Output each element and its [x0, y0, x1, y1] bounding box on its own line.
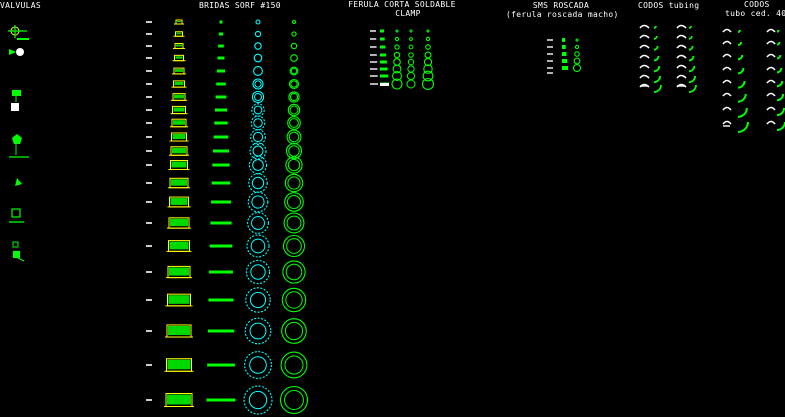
- valve-actuated-icon: [11, 90, 21, 111]
- flange-size-2: [146, 30, 297, 38]
- flange-size-13: [146, 173, 304, 193]
- flange-size-15: [146, 212, 305, 234]
- sms-size-5: [547, 63, 582, 73]
- ferrule-size-8: [370, 77, 435, 91]
- flange-size-3: [146, 42, 298, 50]
- sms-size-3: [547, 51, 580, 57]
- tubing-elbow-2: [639, 34, 693, 40]
- tubing-elbow-1: [639, 24, 692, 29]
- flange-size-4: [146, 53, 298, 63]
- ferrule-size-4: [370, 51, 432, 59]
- flange-size-11: [146, 142, 303, 160]
- tubing-elbow-4: [639, 54, 695, 62]
- ferrule-size-6: [370, 64, 433, 74]
- flange-size-5: [146, 66, 299, 76]
- sms-header-line2: (ferula roscada macho): [506, 10, 619, 19]
- sms-size-1: [547, 38, 579, 42]
- ferrule-size-3: [370, 44, 431, 50]
- pipe-elbow-8: [722, 120, 785, 133]
- flange-size-6: [146, 78, 300, 90]
- pipe-elbow-2: [722, 40, 781, 47]
- pipe-elbow-6: [722, 92, 785, 103]
- tubing-elbow-5: [639, 64, 696, 73]
- pipe-elbow-7: [722, 106, 785, 118]
- codos-header-line2: tubo ced. 40: [725, 9, 785, 18]
- valve-check-icon: [15, 178, 22, 186]
- tubing-elbow-6: [639, 74, 697, 84]
- flange-size-17: [146, 259, 306, 285]
- pipe-elbow-1: [722, 28, 780, 33]
- ferula-header-line2: CLAMP: [395, 9, 421, 18]
- flange-size-21: [146, 385, 309, 415]
- pipe-elbow-5: [722, 79, 784, 89]
- ferrule-size-7: [370, 70, 434, 82]
- valve-ball-icon: [9, 48, 24, 56]
- flange-size-7: [146, 90, 300, 104]
- sms-header-line1: SMS ROSCADA: [532, 1, 590, 10]
- flange-size-9: [146, 115, 301, 131]
- flange-size-14: [146, 191, 304, 213]
- ferula-header-line1: FERULA CORTA SOLDABLE: [348, 0, 456, 9]
- flange-size-19: [146, 317, 307, 345]
- ferrule-size-1: [370, 29, 430, 33]
- valve-butterfly-icon: [12, 241, 25, 262]
- tubing-elbow-3: [639, 44, 694, 51]
- ferrule-size-5: [370, 57, 433, 67]
- flange-size-8: [146, 103, 301, 117]
- flange-size-18: [146, 287, 307, 313]
- valve-gate-icon: [9, 208, 24, 223]
- ferrule-size-2: [370, 36, 431, 42]
- flange-size-1: [146, 19, 297, 25]
- flange-size-16: [146, 234, 306, 258]
- codos-header-line1: CODOS: [744, 0, 770, 9]
- flange-size-20: [146, 351, 308, 379]
- tubing-elbow-7: [639, 83, 697, 93]
- codos-tubing-header: CODOS tubing: [638, 1, 700, 10]
- sms-size-4: [547, 57, 581, 65]
- valve-diaphragm-icon: [9, 134, 29, 158]
- ferrule-size-9: [380, 83, 389, 86]
- sms-size-2: [547, 44, 580, 50]
- flange-size-12: [146, 155, 303, 175]
- pipe-elbow-3: [722, 53, 782, 61]
- pipe-elbow-4: [722, 66, 783, 75]
- valve-3way-icon: [8, 25, 29, 40]
- bridas-header: BRIDAS SORF #150: [199, 1, 281, 10]
- valvulas-header: VALVULAS: [0, 1, 41, 10]
- flange-size-10: [146, 129, 302, 145]
